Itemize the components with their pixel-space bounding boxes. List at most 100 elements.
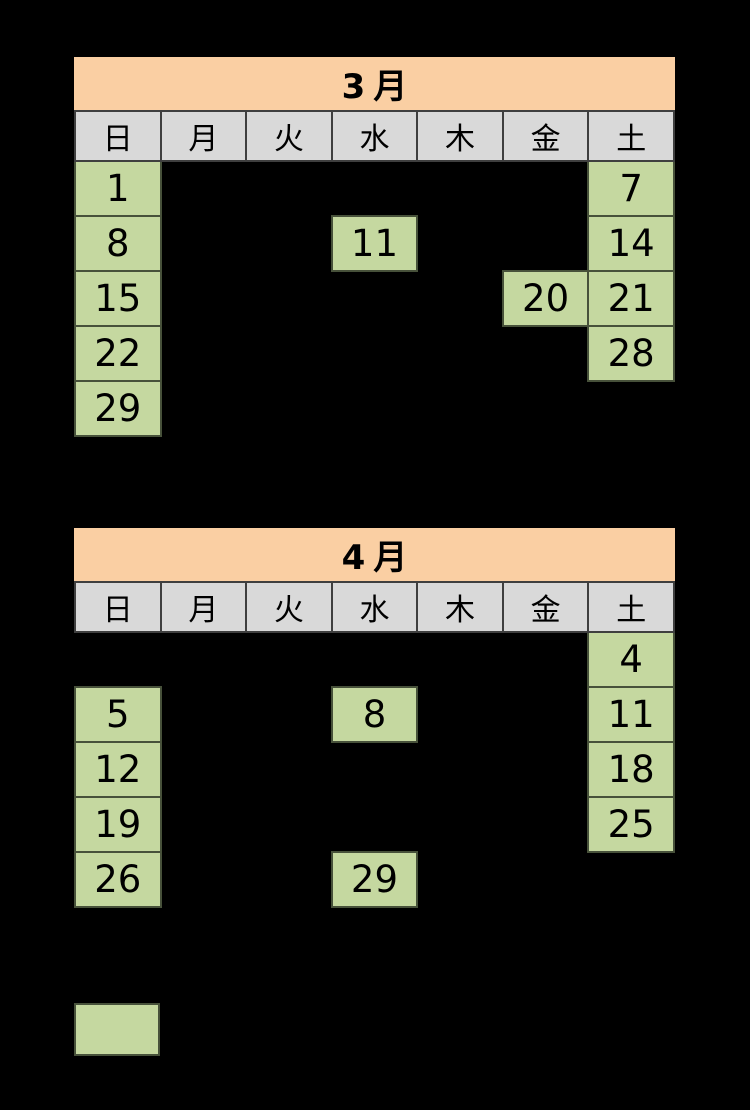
week-row: 5 8 11 xyxy=(74,686,675,743)
date-cell[interactable]: 21 xyxy=(587,270,675,327)
empty-cell xyxy=(503,161,589,216)
date-cell[interactable]: 15 xyxy=(74,270,162,327)
empty-cell xyxy=(332,381,418,436)
date-cell[interactable]: 25 xyxy=(587,796,675,853)
empty-cell xyxy=(503,742,589,797)
empty-cell xyxy=(588,381,674,436)
empty-cell xyxy=(417,797,503,852)
weekday-header-row: 日月火水木金土 xyxy=(74,110,675,162)
empty-cell xyxy=(332,326,418,381)
empty-cell xyxy=(417,381,503,436)
empty-cell xyxy=(161,632,247,687)
date-cell[interactable]: 20 xyxy=(501,270,590,327)
empty-cell xyxy=(161,326,247,381)
week-row: 12 18 xyxy=(74,741,675,798)
empty-cell xyxy=(75,632,161,687)
date-cell[interactable]: 11 xyxy=(587,686,675,743)
empty-cell xyxy=(332,632,418,687)
weekday-header-row: 日月火水木金土 xyxy=(74,581,675,633)
weekday-header-cell: 水 xyxy=(330,581,419,633)
date-cell[interactable]: 18 xyxy=(587,741,675,798)
empty-cell xyxy=(588,852,674,907)
empty-cell xyxy=(161,271,247,326)
date-cell[interactable]: 29 xyxy=(330,851,419,908)
date-cell[interactable]: 5 xyxy=(74,686,162,743)
date-cell[interactable]: 29 xyxy=(74,380,162,437)
empty-cell xyxy=(161,687,247,742)
empty-cell xyxy=(246,381,332,436)
empty-cell xyxy=(332,742,418,797)
empty-cell xyxy=(503,797,589,852)
date-cell[interactable]: 22 xyxy=(74,325,162,382)
empty-cell xyxy=(332,271,418,326)
legend-swatch xyxy=(74,1003,160,1056)
weekday-header-cell: 月 xyxy=(159,110,248,162)
empty-cell xyxy=(246,687,332,742)
empty-cell xyxy=(246,742,332,797)
empty-cell xyxy=(246,797,332,852)
empty-cell xyxy=(417,216,503,271)
empty-cell xyxy=(161,161,247,216)
empty-cell xyxy=(503,326,589,381)
empty-cell xyxy=(246,271,332,326)
empty-cell xyxy=(161,381,247,436)
empty-cell xyxy=(417,271,503,326)
empty-cell xyxy=(503,216,589,271)
weekday-header-cell: 土 xyxy=(587,581,675,633)
weekday-header-cell: 月 xyxy=(159,581,248,633)
month-title: 3月 xyxy=(74,57,675,110)
date-cell[interactable]: 26 xyxy=(74,851,162,908)
date-cell[interactable]: 7 xyxy=(587,160,675,217)
date-cell[interactable]: 28 xyxy=(587,325,675,382)
empty-cell xyxy=(246,216,332,271)
weekday-header-cell: 日 xyxy=(74,110,162,162)
date-cell[interactable]: 19 xyxy=(74,796,162,853)
empty-cell xyxy=(417,852,503,907)
date-cell[interactable]: 14 xyxy=(587,215,675,272)
empty-cell xyxy=(417,326,503,381)
date-cell[interactable]: 12 xyxy=(74,741,162,798)
empty-cell xyxy=(503,687,589,742)
month-title: 4月 xyxy=(74,528,675,581)
date-cell[interactable]: 1 xyxy=(74,160,162,217)
empty-cell xyxy=(332,161,418,216)
date-cell[interactable]: 4 xyxy=(587,631,675,688)
empty-cell xyxy=(417,742,503,797)
empty-cell xyxy=(246,326,332,381)
weekday-header-cell: 木 xyxy=(416,110,504,162)
empty-cell xyxy=(417,632,503,687)
empty-cell xyxy=(417,687,503,742)
weekday-header-cell: 火 xyxy=(245,110,333,162)
empty-cell xyxy=(161,216,247,271)
empty-cell xyxy=(246,632,332,687)
weekday-header-cell: 日 xyxy=(74,581,162,633)
week-row: 22 28 xyxy=(74,325,675,382)
weekday-header-cell: 木 xyxy=(416,581,504,633)
date-cell[interactable]: 8 xyxy=(330,686,419,743)
week-row: 29 xyxy=(74,380,674,437)
date-cell[interactable]: 8 xyxy=(74,215,162,272)
empty-cell xyxy=(503,852,589,907)
weekday-header-cell: 金 xyxy=(501,110,590,162)
weekday-header-cell: 土 xyxy=(587,110,675,162)
week-row: 4 xyxy=(75,631,675,688)
empty-cell xyxy=(246,161,332,216)
empty-cell xyxy=(332,797,418,852)
date-cell[interactable]: 11 xyxy=(330,215,419,272)
weekday-header-cell: 火 xyxy=(245,581,333,633)
empty-cell xyxy=(161,852,247,907)
weekday-header-cell: 水 xyxy=(330,110,419,162)
weekday-header-cell: 金 xyxy=(501,581,590,633)
empty-cell xyxy=(161,742,247,797)
empty-cell xyxy=(246,852,332,907)
week-row: 26 29 xyxy=(74,851,674,908)
empty-cell xyxy=(503,632,589,687)
